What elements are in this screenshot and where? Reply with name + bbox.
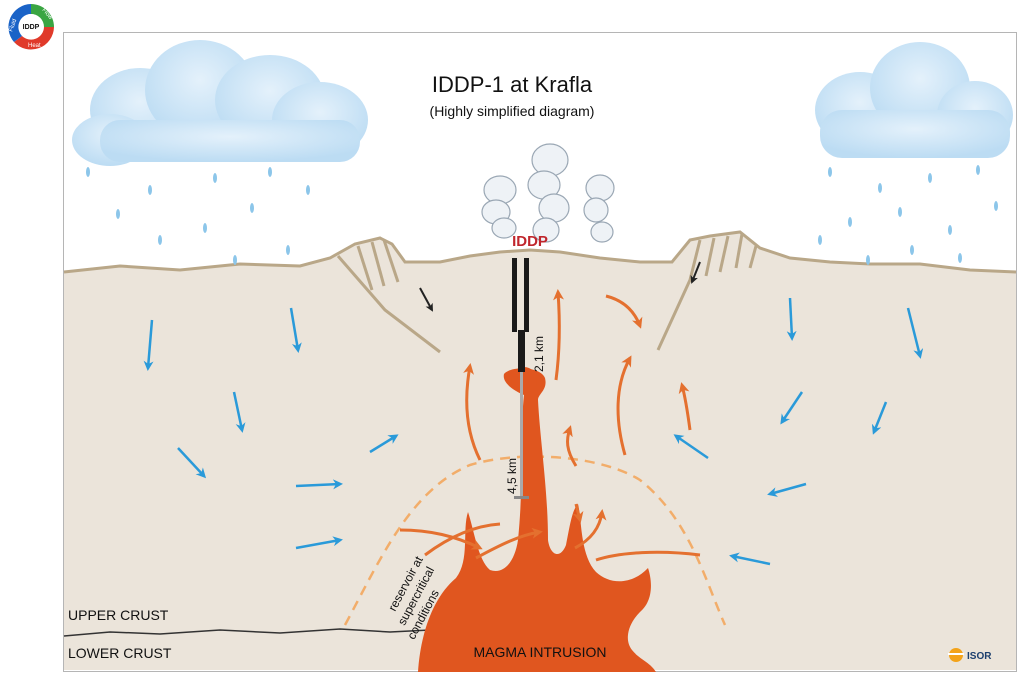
rain-drop (203, 223, 207, 233)
crust-boundary-line (63, 628, 431, 637)
rain-drop (86, 167, 90, 177)
fault-slip-arrow-right (690, 261, 701, 284)
isor-logo: ISOR (948, 648, 992, 662)
magma-intrusion-label: MAGMA INTRUSION (473, 644, 606, 660)
logo-center-text: IDDP (23, 24, 40, 31)
rain-drop (233, 255, 237, 265)
rain-drop (976, 165, 980, 175)
surface-line (63, 230, 1017, 274)
rain-drop (848, 217, 852, 227)
rain-drop (116, 209, 120, 219)
rain-drop (818, 235, 822, 245)
magma-intrusion (418, 368, 656, 672)
rain-drop (306, 185, 310, 195)
total-depth-label: 4,5 km (505, 458, 519, 494)
rain-drop (928, 173, 932, 183)
rain-drop (250, 203, 254, 213)
isor-logo-text: ISOR (967, 651, 992, 662)
rain-drop (828, 167, 832, 177)
well-label: IDDP (512, 233, 548, 250)
rain-drop (213, 173, 217, 183)
cloud-left (72, 40, 368, 166)
rain-drop (948, 225, 952, 235)
rain-drop (878, 183, 882, 193)
heat-flow-arrows (399, 289, 701, 562)
rain-drop (158, 235, 162, 245)
magma-blob (511, 367, 537, 393)
lower-crust-label: LOWER CRUST (68, 645, 172, 661)
rain-drop (910, 245, 914, 255)
reservoir-boundary (343, 455, 727, 626)
water-recharge-arrows (143, 297, 924, 566)
rain-drop (286, 245, 290, 255)
rain-drop (268, 167, 272, 177)
diagram-subtitle: (Highly simplified diagram) (429, 103, 595, 119)
upper-crust-label: UPPER CRUST (68, 607, 169, 623)
diagram-title: IDDP-1 at Krafla (431, 72, 593, 97)
cloud-right (815, 42, 1013, 158)
logo-word-heat: Heat (28, 43, 41, 49)
borehole-well (512, 258, 529, 499)
steam-plumes (481, 143, 615, 243)
caldera-faults (336, 233, 758, 354)
casing-depth-label: 2,1 km (532, 336, 546, 372)
rain-drop (866, 255, 870, 265)
rain-drops (86, 165, 998, 265)
fault-slip-arrow-left (419, 287, 433, 312)
rain-drop (898, 207, 902, 217)
logo-word-fluid: Fluid (8, 18, 18, 32)
fluid-flow-heat-logo: IDDP Fluid Flow Heat (8, 4, 54, 50)
rain-drop (994, 201, 998, 211)
rain-drop (148, 185, 152, 195)
rain-drop (958, 253, 962, 263)
